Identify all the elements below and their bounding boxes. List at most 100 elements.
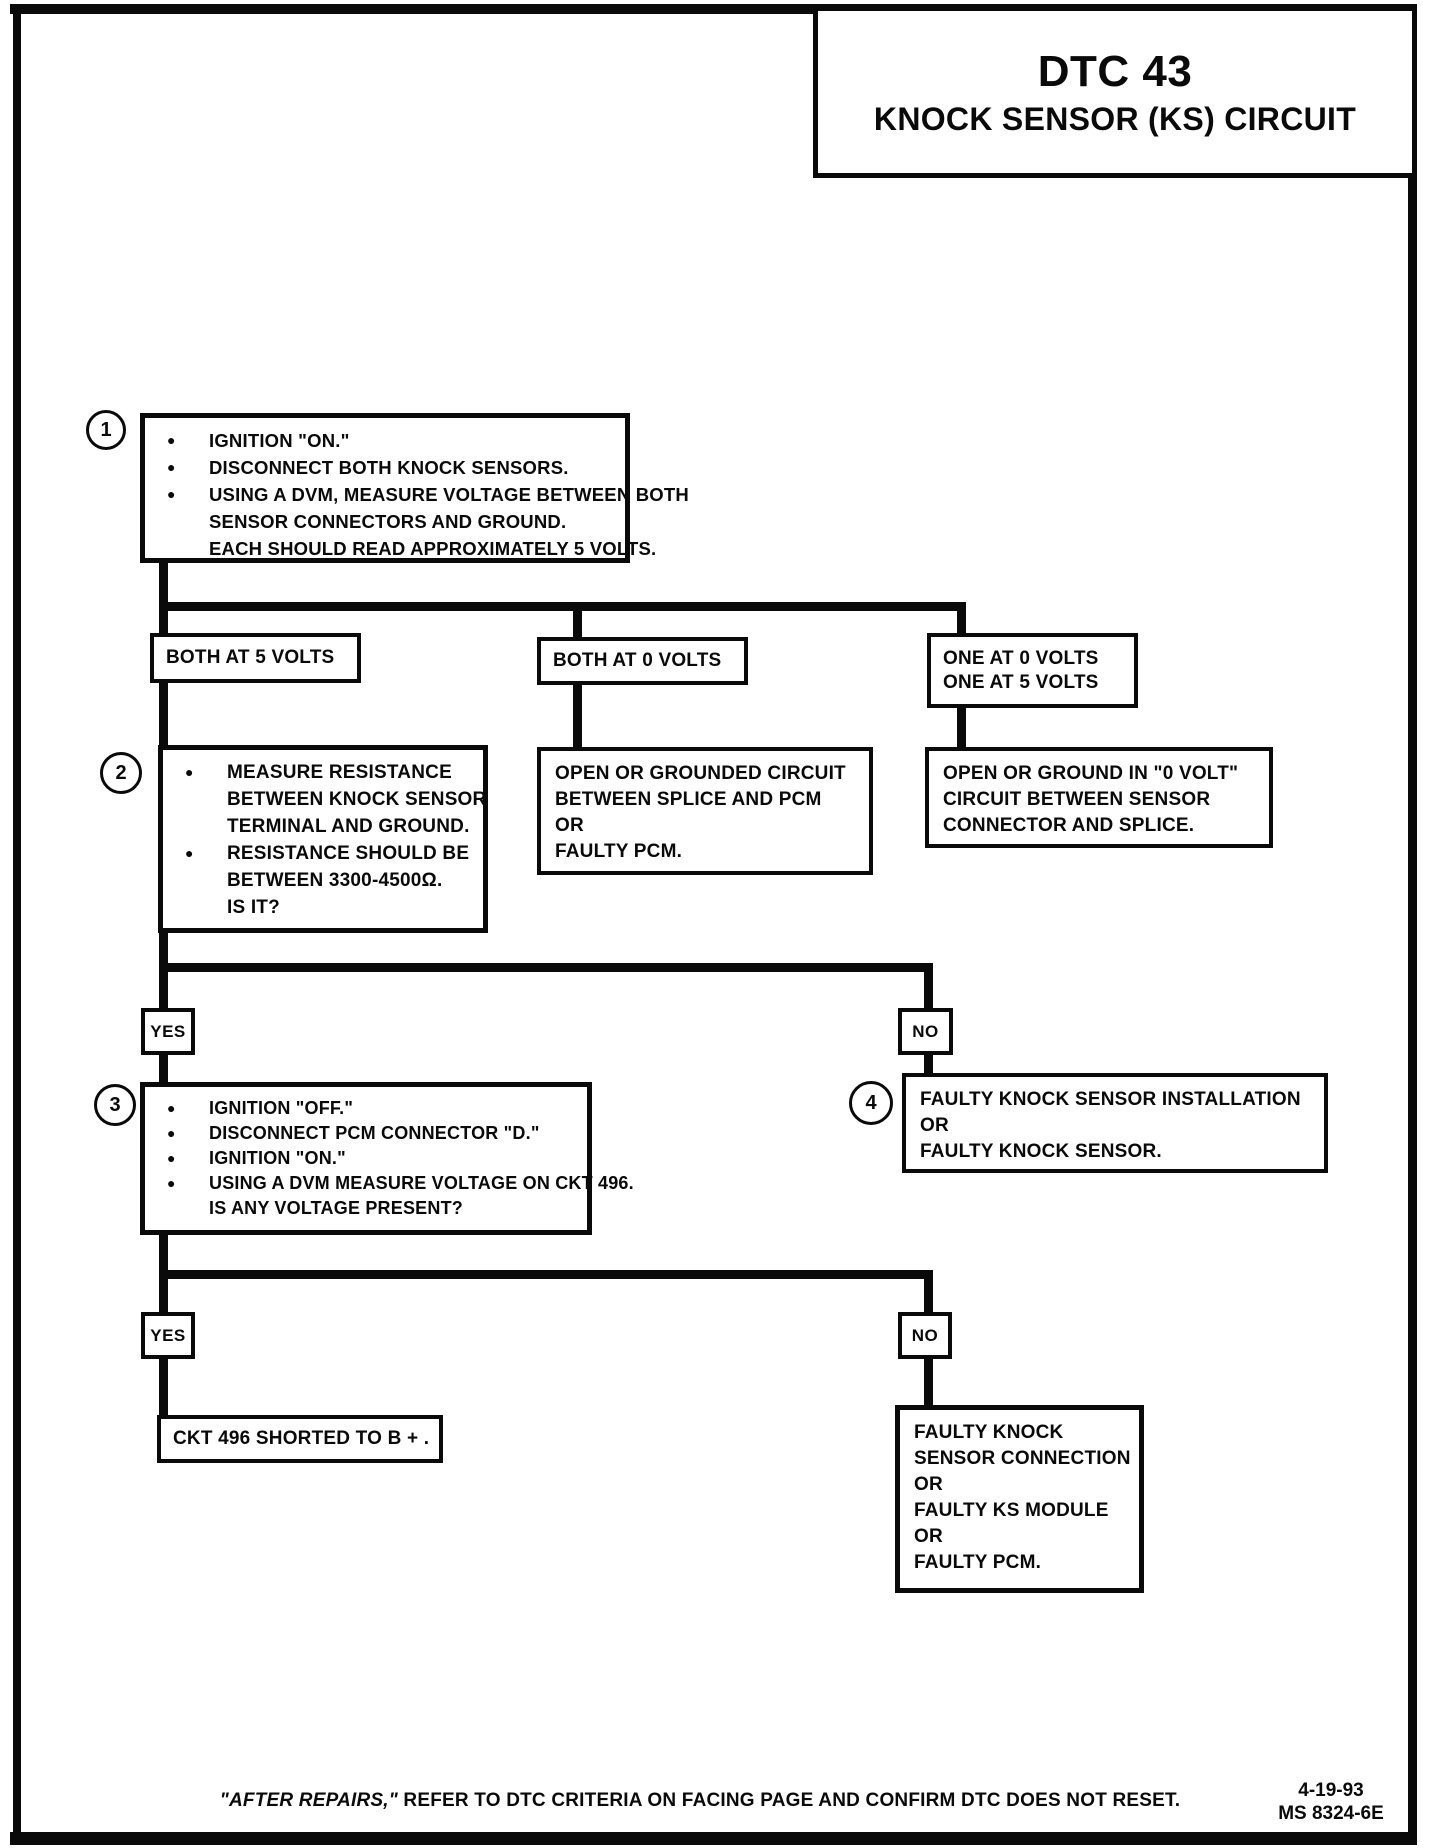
checklist-line: ● IGNITION "ON." [167,1146,581,1171]
checklist-text: DISCONNECT BOTH KNOCK SENSORS. [209,457,569,478]
connector-line [957,602,966,637]
outcome-text: BETWEEN SPLICE AND PCM [555,789,822,810]
step-4-box: FAULTY KNOCK SENSOR INSTALLATION OR FAUL… [902,1073,1328,1173]
bullet-glyph: ● [167,1100,176,1116]
outcome-text: OR [914,1526,943,1547]
step-number: 1 [100,418,112,441]
checklist-text: BETWEEN KNOCK SENSOR [227,789,487,810]
bullet-glyph: ● [185,764,194,780]
outcome-text: FAULTY PCM. [914,1552,1042,1573]
bullet-glyph: ● [167,486,176,502]
connector-line [573,681,582,751]
connector-line [159,963,933,972]
bullet-glyph: ● [167,1175,176,1191]
outcome-text: OPEN OR GROUNDED CIRCUIT [555,763,846,784]
connector-line [924,1270,933,1316]
dtc-title: DTC 43 [1037,46,1193,96]
bullet-glyph [185,786,227,813]
footer-date: 4-19-93 [1298,1780,1364,1801]
checklist-text: IS IT? [227,897,280,918]
outcome-faulty-ks-connection: FAULTY KNOCK SENSOR CONNECTION OR FAULTY… [895,1405,1144,1593]
decision-yes-2: YES [141,1312,195,1359]
step-number: 2 [115,761,127,784]
branch-label: BOTH AT 0 VOLTS [553,650,722,671]
outcome-text: CONNECTOR AND SPLICE. [943,815,1195,836]
checklist-text: USING A DVM, MEASURE VOLTAGE BETWEEN BOT… [209,484,689,505]
connector-line [159,1052,168,1086]
decision-yes-1: YES [141,1008,195,1055]
page-border-left [13,4,21,1845]
decision-label: YES [150,1021,186,1041]
bullet-glyph: ● [185,845,194,861]
checklist-line: ● RESISTANCE SHOULD BE [185,840,477,867]
connector-line [159,681,168,749]
checklist-line: ● USING A DVM MEASURE VOLTAGE ON CKT 496… [167,1171,634,1196]
step-2-box: ● MEASURE RESISTANCE BETWEEN KNOCK SENSO… [158,745,488,933]
outcome-open-grounded-circuit: OPEN OR GROUNDED CIRCUIT BETWEEN SPLICE … [537,747,873,875]
step-number: 4 [865,1091,877,1114]
checklist-text: EACH SHOULD READ APPROXIMATELY 5 VOLTS. [209,538,657,559]
bullet-glyph: ● [167,432,176,448]
checklist-line: IS ANY VOLTAGE PRESENT? [167,1196,581,1221]
branch-one-at-0-one-at-5: ONE AT 0 VOLTS ONE AT 5 VOLTS [927,633,1138,708]
connector-line [924,1052,933,1077]
bullet-glyph: ● [167,1150,176,1166]
checklist-line: ● USING A DVM, MEASURE VOLTAGE BETWEEN B… [167,481,689,508]
decision-no-2: NO [898,1312,952,1359]
outcome-text: OPEN OR GROUND IN "0 VOLT" [943,763,1239,784]
connector-line [924,1356,933,1409]
connector-line [573,602,582,641]
outcome-text: OR [555,815,584,836]
step-3-box: ● IGNITION "OFF." ● DISCONNECT PCM CONNE… [140,1082,634,1235]
connector-line [159,602,966,611]
bullet-glyph [167,1196,209,1221]
checklist-line: ● DISCONNECT BOTH KNOCK SENSORS. [167,454,619,481]
checklist-line: ● DISCONNECT PCM CONNECTOR "D." [167,1121,581,1146]
connector-line [957,706,966,751]
checklist-line: ● MEASURE RESISTANCE [185,759,477,786]
step-3-badge: 3 [94,1084,136,1126]
step-1-box: ● IGNITION "ON." ● DISCONNECT BOTH KNOCK… [140,413,689,563]
connector-line [924,963,933,1012]
connector-line [159,1356,168,1419]
bullet-glyph [185,867,227,894]
outcome-text: FAULTY PCM. [555,841,683,862]
outcome-ckt-496-shorted: CKT 496 SHORTED TO B + . [157,1415,443,1463]
footer-note: "AFTER REPAIRS," REFER TO DTC CRITERIA O… [170,1790,1230,1812]
bullet-glyph [167,535,209,562]
decision-no-1: NO [898,1008,953,1055]
bullet-glyph: ● [167,459,176,475]
dtc-subtitle: KNOCK SENSOR (KS) CIRCUIT [873,100,1357,137]
page-border-bottom [10,1832,1417,1845]
branch-both-at-0-volts: BOTH AT 0 VOLTS [537,637,748,685]
footer-doc-id: MS 8324-6E [1278,1803,1384,1824]
checklist-line: EACH SHOULD READ APPROXIMATELY 5 VOLTS. [167,535,656,562]
branch-label: ONE AT 5 VOLTS [943,671,1099,693]
bullet-glyph [185,894,227,921]
footer-note-text: REFER TO DTC CRITERIA ON FACING PAGE AND… [397,1790,1181,1811]
branch-label: ONE AT 0 VOLTS [943,647,1099,669]
outcome-text: OR [914,1474,943,1495]
outcome-text: FAULTY KNOCK SENSOR INSTALLATION [920,1089,1301,1110]
outcome-open-ground-0v-circuit: OPEN OR GROUND IN "0 VOLT" CIRCUIT BETWE… [925,747,1273,848]
checklist-text: DISCONNECT PCM CONNECTOR "D." [209,1123,540,1143]
bullet-glyph [185,813,227,840]
checklist-text: USING A DVM MEASURE VOLTAGE ON CKT 496. [209,1173,634,1193]
checklist-text: IS ANY VOLTAGE PRESENT? [209,1198,463,1218]
checklist-text: SENSOR CONNECTORS AND GROUND. [209,511,567,532]
checklist-text: TERMINAL AND GROUND. [227,816,470,837]
connector-line [159,1270,933,1279]
checklist-line: BETWEEN 3300-4500Ω. [185,867,477,894]
footer-note-italic: "AFTER REPAIRS," [219,1790,398,1811]
checklist-text: RESISTANCE SHOULD BE [227,843,470,864]
page-border-right [1408,4,1417,1845]
outcome-text: OR [920,1115,949,1136]
checklist-line: ● IGNITION "OFF." [167,1096,581,1121]
bullet-glyph: ● [167,1125,176,1141]
branch-both-at-5-volts: BOTH AT 5 VOLTS [150,633,361,683]
step-1-badge: 1 [86,410,126,450]
checklist-line: IS IT? [185,894,477,921]
outcome-text: SENSOR CONNECTION [914,1448,1131,1469]
outcome-text: CKT 496 SHORTED TO B + . [173,1428,430,1449]
branch-label: BOTH AT 5 VOLTS [166,647,335,668]
